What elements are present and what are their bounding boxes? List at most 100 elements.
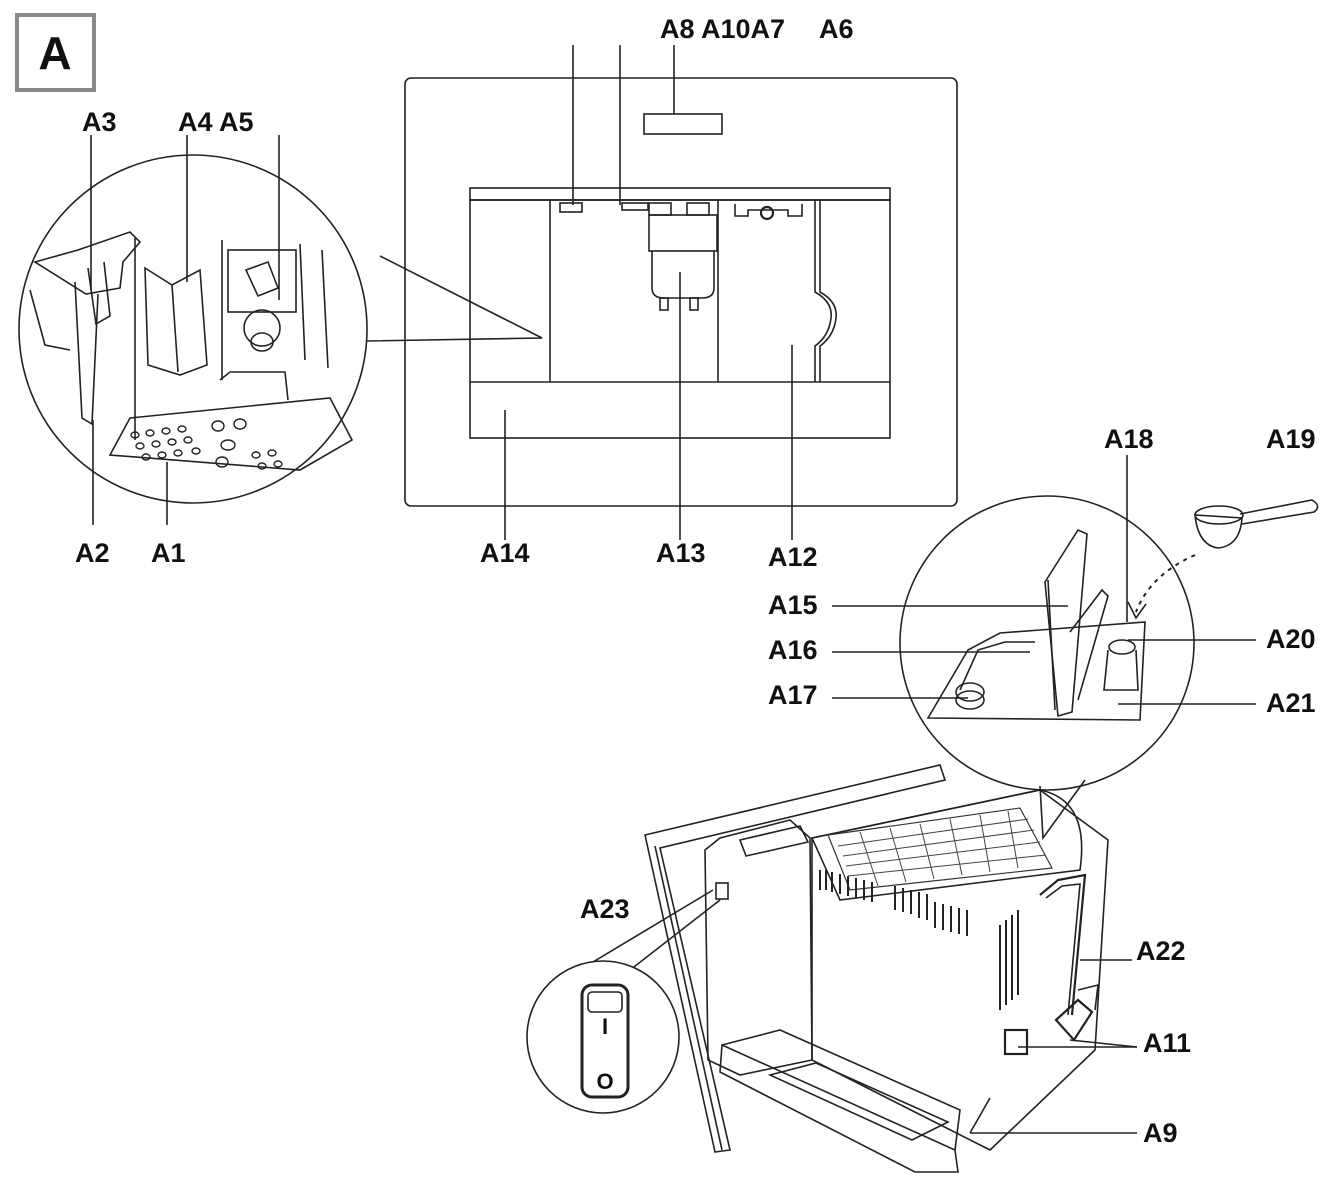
tank-lid-edge [1047,579,1056,711]
label-a16: A16 [768,635,818,665]
power-switch-small [715,882,729,900]
label-a18: A18 [1104,424,1154,454]
label-a20: A20 [1266,624,1316,654]
grinder-wheel-inner [250,332,274,352]
measuring-scoop-a19 [1127,499,1319,620]
scoop-cup [1194,514,1243,549]
door-edge-inner [814,200,832,382]
door-edge [819,200,837,382]
label-a19: A19 [1266,424,1316,454]
water-pipe-inner [1045,883,1081,1016]
spout-nozzle [651,251,715,299]
label-a15: A15 [768,590,818,620]
section-badge: A [15,13,96,92]
grille-pattern [837,810,1047,887]
scoop-rim [1194,505,1244,525]
grinder-wheel [243,309,281,347]
control-panel-top [738,825,810,857]
zoom-pointer [366,255,543,342]
tank-body [926,621,1146,721]
switch-on-symbol: I [602,1014,608,1039]
label-a1: A1 [151,538,186,568]
infuser-line-3 [299,243,306,361]
label-a17: A17 [768,680,818,710]
ground-coffee-funnel-a20 [1108,639,1136,655]
section-letter: A [38,27,71,79]
rocker-top [587,991,623,1013]
scoop-handle [1239,499,1319,525]
light-a10 [559,202,583,213]
front-frame [404,77,958,507]
label-a4-a5: A4 A5 [178,107,254,137]
steam-bracket [734,204,803,217]
drip-drawer-bowl [767,1062,950,1141]
switch-zoom-line-2 [629,899,721,971]
valve-left [1003,1028,1029,1056]
valve-bracket [1077,983,1099,1011]
top-rail [469,187,891,201]
label-a6: A6 [819,14,854,44]
grid-handle [219,371,289,401]
spout-head-left [648,202,672,216]
valve-right [1054,998,1094,1042]
grinder-dial-a5 [227,249,297,313]
leader-a9-2 [969,1097,991,1134]
switch-off-symbol: O [596,1069,613,1094]
rocker-switch [580,983,630,1099]
hopper-latch [87,261,111,326]
inset-water-tank-area [899,495,1195,841]
top-grille [827,807,1053,891]
label-a23: A23 [580,894,630,924]
leader-lines [90,45,1256,1134]
machine-top [810,789,1083,901]
spout-head-right [686,202,710,216]
button-a7 [621,202,649,211]
scoop-dotted-path [1135,554,1196,613]
display-window [643,113,723,135]
scoop-arrowhead [1127,601,1147,620]
label-a13: A13 [656,538,706,568]
tank-knob-base [955,690,985,710]
frame-inner-edge [654,845,723,1151]
tank-lid-a15 [1044,528,1088,718]
tank-zoom-pointer [1039,779,1086,841]
machine-left-column [704,819,813,1076]
part-labels: A8 A10A7 A6 A3 A4 A5 A2 A1 A14 A13 A12 A… [75,14,1316,1148]
drip-drawer-top [721,1029,961,1151]
label-a22: A22 [1136,936,1186,966]
steam-knob-a6 [759,205,775,221]
label-a11: A11 [1143,1028,1191,1058]
label-a21: A21 [1266,688,1316,718]
front-panel-view [404,77,958,507]
zoom-circle [18,154,368,504]
label-a2: A2 [75,538,110,568]
tank-zoom-circle [899,495,1195,791]
grinder-knob [244,260,280,298]
spout-body [648,214,718,252]
label-a14: A14 [480,538,530,568]
label-a9: A9 [1143,1118,1178,1148]
label-a3: A3 [82,107,117,137]
section-badge-frame [15,13,96,92]
tank-knob-a17 [955,682,985,702]
infuser-line-4 [321,249,329,369]
power-switch-zoom: I O [526,889,721,1114]
drip-drawer-front [719,1043,959,1173]
inset-coffee-bean-area [18,154,543,504]
machine-body-view [644,764,1109,1173]
funnel-body-a21 [1103,649,1139,691]
leader-a11-2 [1069,1039,1138,1048]
coffee-container-edge [171,284,179,373]
machine-front-frame [644,764,947,1153]
tank-rim [959,641,1035,691]
label-a12: A12 [768,542,818,572]
spout-tip-left [659,297,669,311]
spout-tip-right [689,297,699,311]
grid-holes [130,418,283,470]
water-pipe-a22 [1039,873,1087,1016]
tank-grille-a18 [1069,588,1109,701]
label-a8-a10-a7: A8 A10A7 [660,14,785,44]
drip-grid-a1 [108,397,354,471]
side-vents [819,870,1019,1010]
